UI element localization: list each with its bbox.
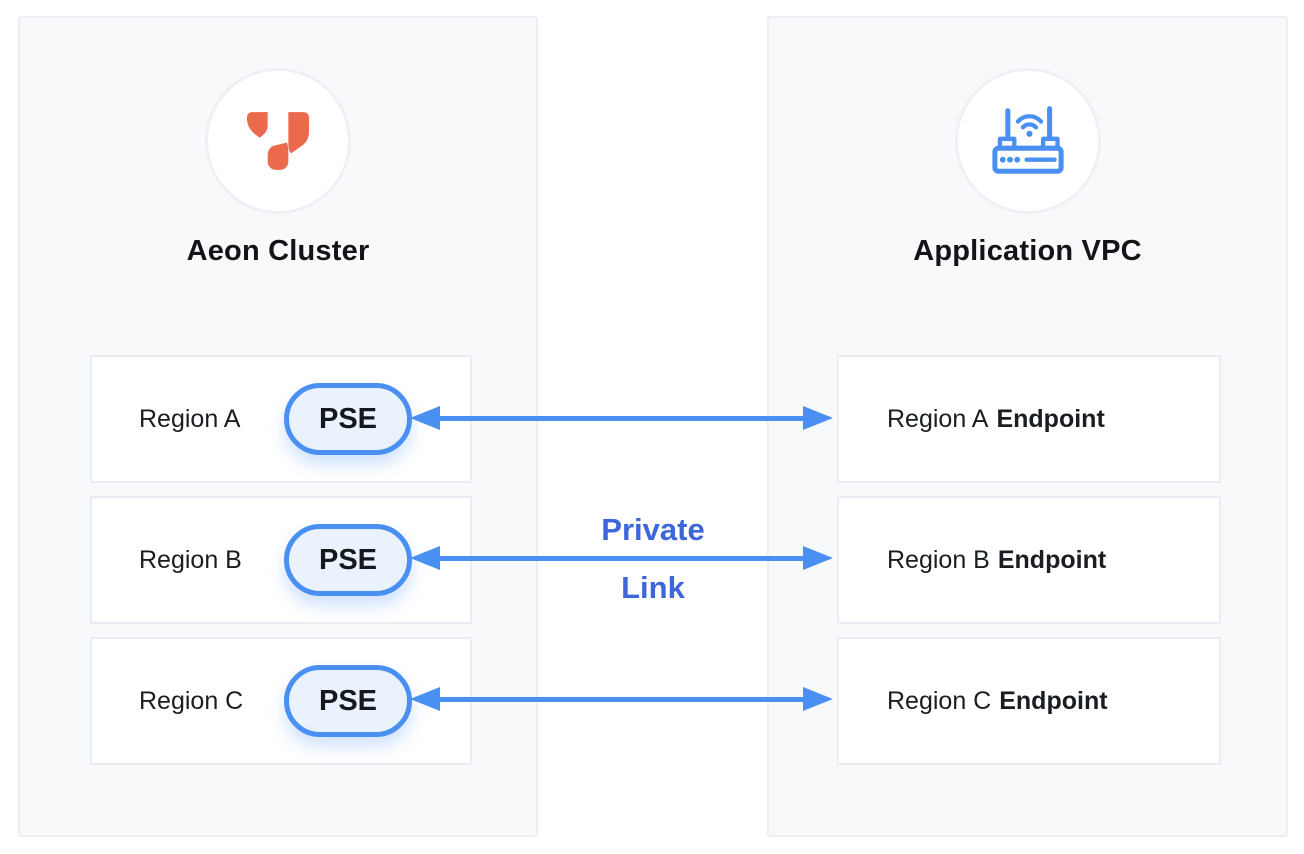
aeon-region-a-row: Region A PSE <box>90 355 472 483</box>
endpoint-region-a-row: Region A Endpoint <box>837 355 1221 483</box>
arrow-shaft <box>440 555 803 561</box>
private-link-arrow-region-b <box>410 546 833 570</box>
arrow-right-head-icon <box>803 406 833 430</box>
endpoint-region-b-row: Region B Endpoint <box>837 496 1221 624</box>
endpoint-c-suffix-label: Endpoint <box>999 686 1108 715</box>
pse-badge-region-c: PSE <box>284 665 412 737</box>
arrow-shaft <box>440 696 803 702</box>
aeon-cluster-title: Aeon Cluster <box>186 235 370 267</box>
router-badge <box>954 68 1101 214</box>
arrow-left-head-icon <box>410 687 440 711</box>
aeon-cluster-panel: Aeon Cluster Region A PSE Region B PSE R… <box>18 16 538 837</box>
private-link-label-line1: Private <box>601 512 705 547</box>
region-b-label: Region B <box>139 545 242 574</box>
aeon-region-b-row: Region B PSE <box>90 496 472 624</box>
endpoint-region-c-row: Region C Endpoint <box>837 637 1221 765</box>
application-vpc-title: Application VPC <box>913 235 1142 267</box>
endpoint-b-region-label: Region B <box>887 545 990 574</box>
arrow-left-head-icon <box>410 546 440 570</box>
arrow-right-head-icon <box>803 687 833 711</box>
private-link-label-line2: Link <box>621 570 685 605</box>
endpoint-b-suffix-label: Endpoint <box>997 545 1107 574</box>
application-vpc-panel: Application VPC Region A Endpoint Region… <box>767 16 1288 837</box>
region-c-label: Region C <box>139 686 244 715</box>
arrow-left-head-icon <box>410 406 440 430</box>
pse-badge-region-a: PSE <box>284 383 412 455</box>
pse-badge-region-b: PSE <box>284 524 412 596</box>
router-icon <box>991 105 1064 177</box>
arrow-right-head-icon <box>803 546 833 570</box>
aeon-region-c-row: Region C PSE <box>90 637 472 765</box>
private-link-arrow-region-a <box>410 406 833 430</box>
arrow-shaft <box>440 415 803 421</box>
aeon-logo-icon <box>247 112 309 170</box>
aeon-logo-badge <box>205 68 351 214</box>
endpoint-a-region-label: Region A <box>887 404 989 433</box>
endpoint-c-region-label: Region C <box>887 686 992 715</box>
region-a-label: Region A <box>139 404 241 433</box>
endpoint-a-suffix-label: Endpoint <box>996 404 1105 433</box>
private-link-arrow-region-c <box>410 687 833 711</box>
